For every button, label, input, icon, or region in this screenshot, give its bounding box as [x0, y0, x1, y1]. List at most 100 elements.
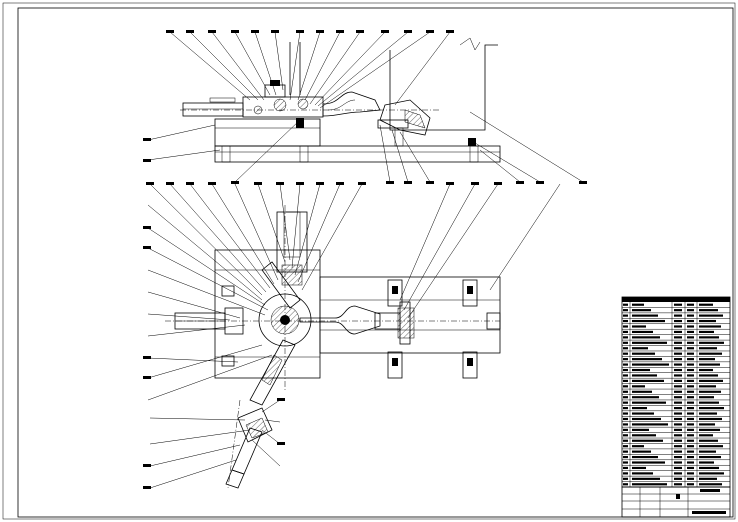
table-cell-mark	[687, 428, 694, 431]
table-cell-mark	[699, 309, 718, 312]
table-cell-mark	[632, 368, 650, 372]
table-cell-mark	[674, 379, 682, 382]
table-cell-mark	[623, 423, 628, 426]
table-cell-mark	[623, 407, 628, 410]
table-cell-mark	[687, 439, 694, 442]
table-cell-mark	[623, 412, 628, 415]
table-cell-mark	[687, 477, 694, 480]
table-cell-mark	[687, 450, 694, 453]
table-cell-mark	[623, 325, 628, 328]
table-cell-mark	[623, 358, 628, 361]
table-cell-mark	[623, 319, 628, 323]
table-cell-mark	[674, 309, 682, 312]
table-cell-mark	[687, 309, 694, 312]
table-cell-mark	[632, 319, 665, 323]
table-cell-mark	[632, 347, 648, 350]
table-cell-mark	[699, 368, 713, 372]
table-cell-mark	[687, 407, 694, 410]
leader-lines-plan	[147, 183, 561, 401]
table-cell-mark	[623, 396, 628, 399]
table-cell-mark	[632, 374, 657, 377]
table-cell-mark	[623, 461, 628, 464]
table-cell-mark	[699, 390, 721, 393]
table-cell-mark	[632, 341, 667, 344]
table-cell-mark	[623, 309, 628, 312]
table-cell-mark	[674, 477, 682, 480]
table-cell-mark	[632, 450, 651, 453]
table-cell-mark	[699, 358, 715, 361]
table-cell-mark	[699, 445, 723, 448]
table-cell-mark	[632, 390, 652, 393]
table-cell-mark	[687, 341, 694, 344]
table-cell-mark	[699, 434, 713, 437]
table-cell-mark	[674, 466, 682, 470]
table-cell-mark	[687, 347, 694, 350]
table-cell-mark	[623, 445, 628, 448]
table-cell-mark	[623, 314, 628, 317]
table-cell-mark	[623, 477, 628, 480]
table-cell-mark	[699, 472, 724, 475]
table-cell-mark	[699, 450, 716, 453]
table-cell-mark	[687, 379, 694, 382]
table-cell-mark	[674, 330, 682, 334]
table-cell-mark	[623, 455, 628, 459]
table-cell-mark	[699, 412, 717, 415]
table-cell-mark	[699, 396, 714, 399]
table-cell-mark	[687, 461, 694, 464]
table-cell-mark	[674, 483, 682, 486]
table-cell-mark	[674, 347, 682, 350]
table-cell-mark	[699, 401, 719, 404]
table-cell-mark	[623, 439, 628, 442]
table-cell-mark	[674, 314, 682, 317]
table-cell-mark	[623, 385, 628, 388]
table-cell-mark	[623, 368, 628, 372]
table-cell-mark	[687, 325, 694, 328]
table-cell-mark	[699, 461, 714, 464]
table-cell-mark	[632, 325, 646, 328]
parts-list-table	[621, 296, 731, 488]
table-cell-mark	[623, 434, 628, 437]
table-cell-mark	[632, 336, 660, 339]
table-cell-mark	[632, 472, 653, 475]
table-cell-mark	[623, 330, 628, 334]
table-cell-mark	[623, 379, 628, 382]
table-cell-mark	[687, 319, 694, 323]
table-cell-mark	[623, 417, 628, 421]
table-cell-mark	[674, 445, 682, 448]
table-cell-mark	[674, 461, 682, 464]
table-cell-mark	[699, 319, 716, 323]
table-cell-mark	[632, 303, 644, 306]
table-cell-mark	[687, 358, 694, 361]
table-cell-mark	[699, 336, 719, 339]
table-cell-mark	[674, 401, 682, 404]
table-cell-mark	[623, 401, 628, 404]
table-cell-mark	[687, 401, 694, 404]
table-cell-mark	[623, 336, 628, 339]
table-cell-mark	[632, 412, 654, 415]
table-cell-mark	[699, 341, 724, 344]
balloon-ticks-top	[143, 30, 587, 184]
table-cell-mark	[674, 303, 682, 306]
table-cell-mark	[674, 439, 682, 442]
table-cell-mark	[699, 417, 722, 421]
table-cell-mark	[623, 390, 628, 393]
table-cell-mark	[699, 428, 720, 431]
table-cell-mark	[632, 434, 656, 437]
table-cell-mark	[699, 325, 721, 328]
table-cell-mark	[687, 368, 694, 372]
table-cell-mark	[623, 374, 628, 377]
table-cell-mark	[632, 401, 666, 404]
table-cell-mark	[699, 347, 717, 350]
table-cell-mark	[632, 363, 669, 366]
table-cell-mark	[699, 303, 713, 306]
table-cell-mark	[632, 428, 649, 431]
table-cell-mark	[687, 303, 694, 306]
table-cell-mark	[699, 483, 722, 486]
table-cell-mark	[699, 407, 724, 410]
table-cell-mark	[623, 483, 628, 486]
table-cell-mark	[674, 352, 682, 355]
table-cell-mark	[687, 434, 694, 437]
table-cell-mark	[623, 450, 628, 453]
table-cell-mark	[674, 396, 682, 399]
